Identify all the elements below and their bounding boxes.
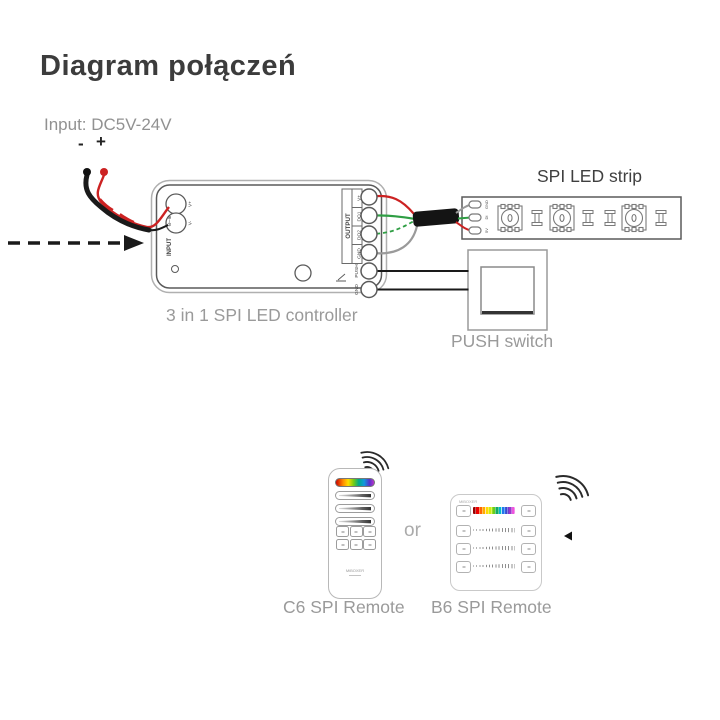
pad-di-label: DI <box>484 216 489 220</box>
b6-remote-caption: B6 SPI Remote <box>431 597 552 617</box>
b6-remote-body: MiBOXER <box>450 494 542 591</box>
strip-side-wires <box>455 203 472 232</box>
strip-resistors <box>531 210 667 226</box>
c6-brand-logo: MiBOXER <box>345 568 365 573</box>
pin-vplus: V+ <box>357 195 363 201</box>
wire-sleeve <box>412 208 460 227</box>
polarity-plus: + <box>96 132 106 151</box>
switch-symbol-icon <box>336 273 346 282</box>
power-wire-negative <box>148 224 169 232</box>
minus-lead-tip <box>83 168 91 176</box>
b6-wireless-signal-icon <box>555 475 590 501</box>
led-chip <box>497 203 523 233</box>
b6-button <box>456 561 471 573</box>
pin-do2: DO2 <box>357 230 363 240</box>
c6-button <box>349 526 363 537</box>
polarity-minus: - <box>78 134 84 153</box>
push-pin-labels: PUSH GND <box>336 264 360 295</box>
c6-button <box>349 539 363 550</box>
c6-color-slider <box>335 478 375 487</box>
led-strip-title: SPI LED strip <box>537 166 643 186</box>
c6-slider <box>335 504 375 513</box>
push-switch-body <box>467 249 548 331</box>
b6-button <box>456 543 471 555</box>
b6-button <box>456 525 471 537</box>
b6-button <box>521 525 536 537</box>
led-chip <box>621 203 647 233</box>
page-title: Diagram połączeń <box>40 50 297 82</box>
b6-signal-arrow-icon <box>564 531 572 541</box>
c6-slider <box>335 491 375 500</box>
or-separator: or <box>404 520 421 541</box>
c6-button <box>363 539 376 550</box>
power-wire-positive <box>96 174 170 229</box>
led-chips <box>497 203 647 233</box>
pin-do1: DO1 <box>357 211 363 221</box>
slider-gradient <box>339 506 371 511</box>
wire-do1 <box>368 214 416 221</box>
c6-button <box>363 526 376 537</box>
input-terminal-vplus <box>165 193 187 215</box>
controller-body: V+ V- ⊖–⊕ INPUT OUTPUT V+ DO1 DO2 GND PU… <box>150 179 388 295</box>
c6-button <box>336 539 349 550</box>
input-voltage-label: Input: DC5V-24V <box>44 115 172 134</box>
output-wires <box>368 194 469 291</box>
b6-brand-logo: MiBOXER <box>459 499 478 504</box>
pad-5v-label: 5V <box>484 228 489 233</box>
pin-push: PUSH <box>354 264 360 278</box>
c6-button <box>336 526 349 537</box>
c6-remote-body: MiBOXER <box>328 468 382 599</box>
c6-remote-caption: C6 SPI Remote <box>283 597 405 617</box>
c6-brand-underline <box>349 575 361 576</box>
dc-polarity-icon: ⊖–⊕ <box>167 215 173 226</box>
push-switch-caption: PUSH switch <box>451 331 554 351</box>
wire-gnd <box>368 225 419 255</box>
b6-button <box>456 505 471 517</box>
b6-button <box>521 561 536 573</box>
wire-do2-dashed <box>368 220 415 235</box>
vplus-label: V+ <box>188 201 194 207</box>
plus-lead-tip <box>100 168 108 176</box>
pin-gnd: GND <box>357 248 363 259</box>
pad-gnd-label: GND <box>484 200 489 209</box>
power-cable <box>83 172 152 233</box>
input-terminal-vminus <box>165 212 187 234</box>
pairing-button <box>294 264 312 282</box>
pin-push-gnd: GND <box>354 284 360 295</box>
flow-arrow-icon <box>8 235 144 251</box>
led-chip <box>549 203 575 233</box>
output-terminals <box>360 188 378 299</box>
wire-vplus <box>368 194 415 215</box>
output-label: OUTPUT <box>345 213 352 239</box>
input-port-label: INPUT <box>167 238 173 256</box>
wire-twist <box>99 198 135 224</box>
b6-slider <box>473 545 515 551</box>
c6-slider <box>335 517 375 526</box>
vminus-label: V- <box>188 220 194 225</box>
b6-button <box>521 543 536 555</box>
slider-gradient <box>339 493 371 498</box>
b6-color-bar <box>473 506 515 514</box>
power-wires <box>83 168 170 233</box>
controller-caption: 3 in 1 SPI LED controller <box>166 305 358 325</box>
b6-button <box>521 505 536 517</box>
strip-pads: GND DI 5V <box>468 200 489 235</box>
led-strip-body <box>461 196 682 240</box>
output-pin-block: OUTPUT V+ DO1 DO2 GND <box>341 188 363 264</box>
b6-slider <box>473 527 515 533</box>
b6-slider <box>473 563 515 569</box>
slider-gradient <box>339 519 371 524</box>
indicator-led <box>171 265 179 273</box>
